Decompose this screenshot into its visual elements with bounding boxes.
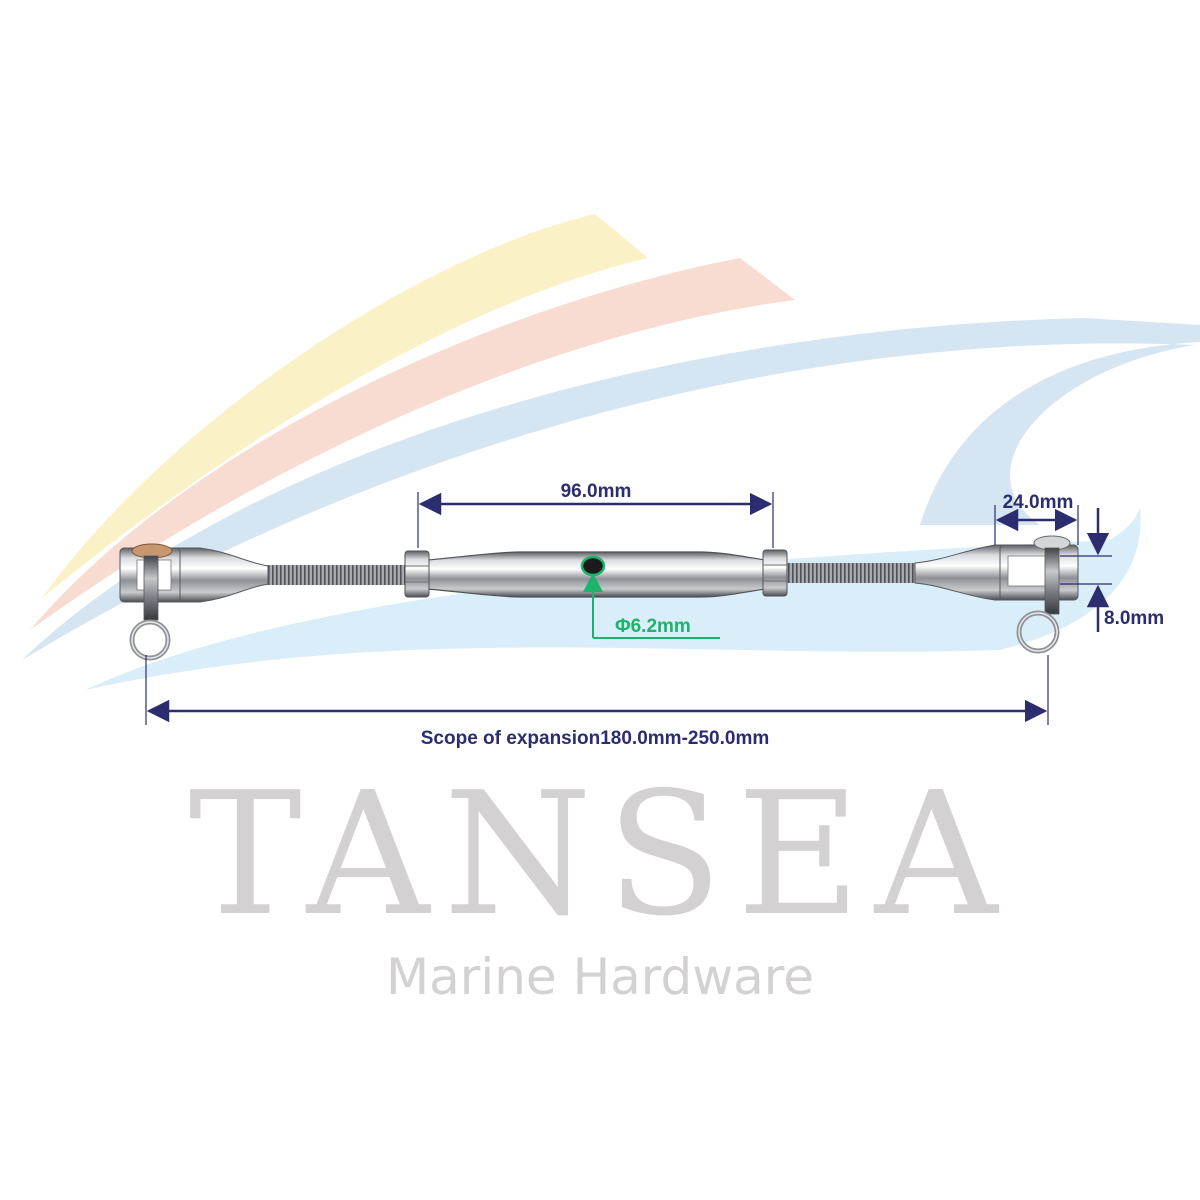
dimension-pin-diameter: 8.0mm <box>1060 508 1164 632</box>
swoosh-blue <box>22 318 1200 660</box>
body-inspection-hole <box>580 555 606 577</box>
swoosh-pink <box>30 258 795 630</box>
background-swooshes <box>22 214 1200 690</box>
jaw-body-left <box>159 547 269 603</box>
swoosh-cyan <box>85 508 1141 690</box>
dimension-body-length: 96.0mm <box>417 481 774 548</box>
threaded-rod-right <box>782 563 917 583</box>
pin-left <box>143 555 159 621</box>
body-length-label: 96.0mm <box>561 481 632 502</box>
lock-nut-right <box>762 549 788 597</box>
brand-logo-tagline: Marine Hardware <box>386 948 814 1006</box>
hole-diameter-label: Φ6.2mm <box>615 616 691 637</box>
pin-right <box>1044 547 1060 615</box>
threaded-rod-left <box>263 565 413 585</box>
turnbuckle <box>119 535 1079 661</box>
jaw-width-label: 24.0mm <box>1003 492 1074 513</box>
swoosh-yellow <box>42 214 648 598</box>
dimension-hole-diameter: Φ6.2mm <box>583 573 720 639</box>
lock-nut-left <box>404 550 430 598</box>
brand-logo-name: TANSEA <box>188 756 1012 954</box>
dimension-expansion: Scope of expansion180.0mm-250.0mm <box>145 655 1049 749</box>
dimension-jaw-width: 24.0mm <box>994 492 1079 545</box>
expansion-scope-label: Scope of expansion180.0mm-250.0mm <box>421 728 769 749</box>
pin-diameter-label: 8.0mm <box>1104 608 1164 629</box>
